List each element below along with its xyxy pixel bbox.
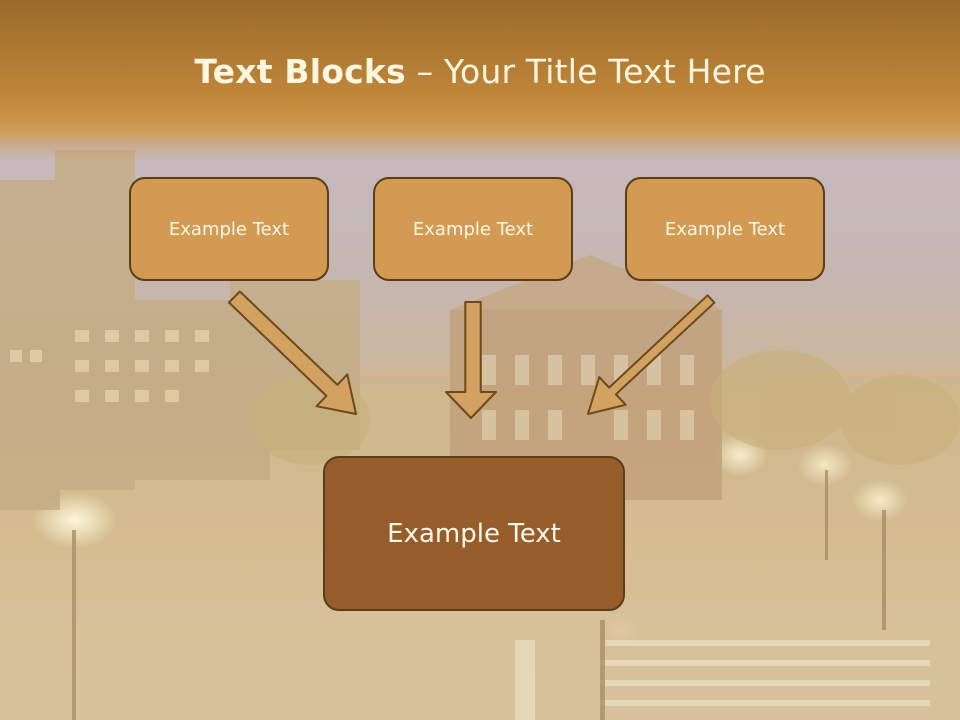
text-block-3[interactable]: Example Text [625, 177, 825, 281]
title-rest: Your Title Text Here [443, 52, 766, 91]
title-dash: – [405, 52, 444, 91]
text-block-1[interactable]: Example Text [129, 177, 329, 281]
arrow-center [445, 301, 497, 419]
arrow-left [227, 290, 357, 415]
text-block-main[interactable]: Example Text [323, 456, 625, 611]
text-block-main-label: Example Text [387, 518, 561, 549]
text-block-1-label: Example Text [168, 218, 290, 240]
text-block-3-label: Example Text [664, 218, 786, 240]
text-block-2-label: Example Text [412, 218, 534, 240]
header-band [0, 0, 960, 160]
slide-title: Text Blocks – Your Title Text Here [0, 52, 960, 91]
text-block-2[interactable]: Example Text [373, 177, 573, 281]
arrow-right [587, 294, 716, 415]
title-bold: Text Blocks [194, 52, 406, 91]
